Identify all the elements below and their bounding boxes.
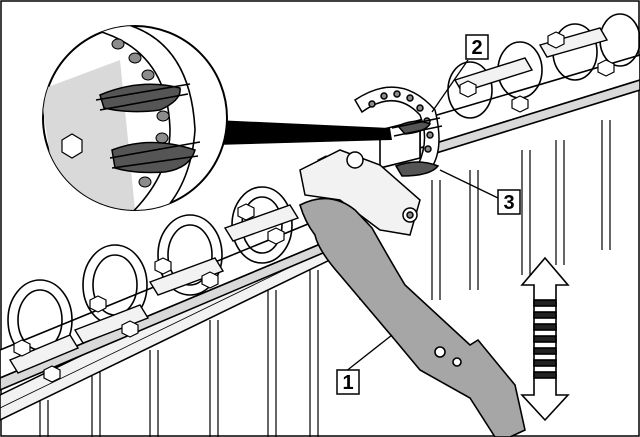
callout-3-label: 3 — [503, 192, 514, 214]
leader-lines — [344, 59, 499, 373]
rear-beam — [379, 54, 640, 170]
clamp-plates-front — [8, 204, 300, 374]
callout-1-label: 1 — [342, 372, 353, 394]
spring-clips — [391, 117, 443, 177]
adjustment-bracket — [299, 86, 440, 236]
double-arrow-icon — [520, 256, 570, 422]
callout-2-label: 2 — [471, 37, 482, 59]
callout-3: 3 — [497, 189, 521, 215]
callout-2: 2 — [465, 34, 489, 60]
tines — [39, 120, 611, 437]
zoom-beam — [215, 120, 392, 145]
wrench-icon — [299, 197, 526, 437]
coil-loops-front — [7, 186, 293, 361]
callout-1: 1 — [336, 369, 360, 395]
nuts-rear — [459, 31, 615, 113]
